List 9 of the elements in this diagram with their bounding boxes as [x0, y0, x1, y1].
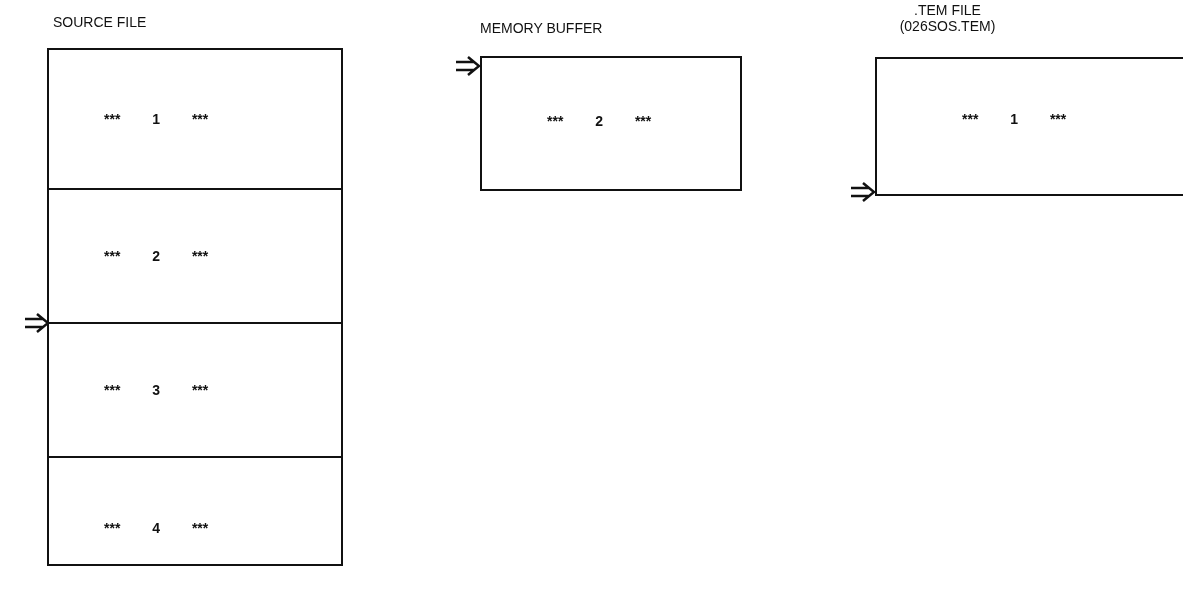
record-text: *** 1 ***: [104, 111, 209, 127]
record-text: *** 3 ***: [104, 382, 209, 398]
record-text: *** 4 ***: [104, 520, 209, 536]
file-heading: SOURCE FILE: [53, 14, 147, 30]
record-text: *** 2 ***: [547, 113, 652, 129]
file-heading: MEMORY BUFFER: [480, 20, 603, 36]
file-heading: .TEM FILE (026SOS.TEM): [898, 2, 997, 34]
record-text: *** 1 ***: [962, 111, 1067, 127]
record-text: *** 2 ***: [104, 248, 209, 264]
